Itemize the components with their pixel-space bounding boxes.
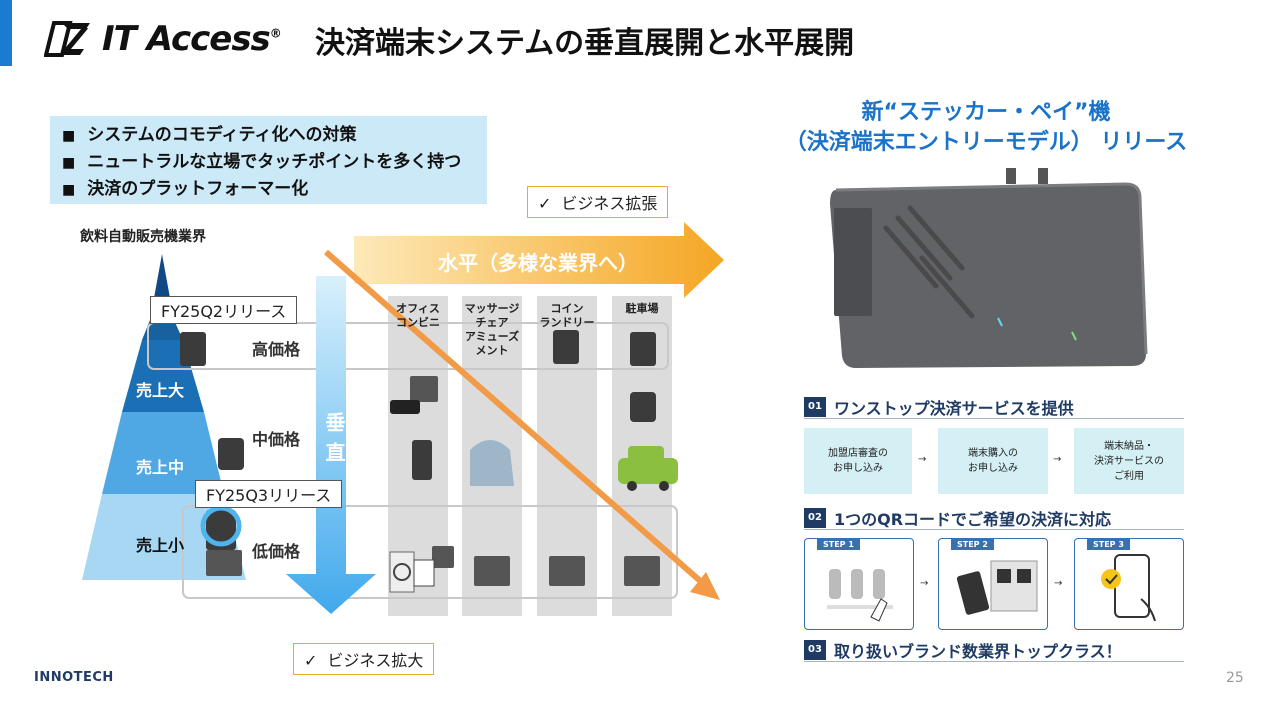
diagonal-arrow-line bbox=[324, 249, 708, 589]
flow-step-2: 端末購入の お申し込み bbox=[938, 428, 1048, 494]
tier-mid-label: 売上中 bbox=[136, 458, 185, 477]
low-price-label: 低価格 bbox=[252, 542, 301, 561]
product-title-line2: （決済端末エントリーモデル） リリース bbox=[784, 130, 1188, 155]
business-growth-callout: ビジネス拡大 bbox=[293, 643, 435, 675]
release-q2-label: FY25Q2リリース bbox=[150, 296, 298, 324]
bullet-item: ニュートラルな立場でタッチポイントを多く持つ bbox=[62, 149, 475, 176]
business-expand-callout: ビジネス拡張 bbox=[527, 186, 669, 218]
section-03-header: 03 取り扱いブランド数業界トップクラス！ bbox=[804, 638, 1184, 662]
horizontal-arrow bbox=[354, 222, 724, 298]
bullet-item: システムのコモディティ化への対策 bbox=[62, 122, 475, 149]
release-q3-label: FY25Q3リリース bbox=[195, 480, 343, 508]
column-head-laundry: コイン ランドリー bbox=[539, 302, 595, 329]
column-head-parking: 駐車場 bbox=[625, 302, 659, 315]
vertical-label: 垂直 bbox=[322, 412, 346, 472]
it-access-logo: IT Access® bbox=[44, 16, 282, 62]
section-02-header: 02 1つのQRコードでご希望の決済に対応 bbox=[804, 506, 1184, 530]
flow-step-3: 端末納品・ 決済サービスの ご利用 bbox=[1074, 428, 1184, 494]
highlight-ring bbox=[200, 505, 242, 547]
qr-scan-icon bbox=[956, 560, 1038, 615]
qr-step-1-card: STEP 1 bbox=[804, 538, 914, 630]
section-number: 02 bbox=[804, 507, 826, 528]
high-price-label: 高価格 bbox=[252, 340, 301, 359]
header-accent-bar bbox=[0, 0, 12, 66]
flow-arrow: → bbox=[918, 454, 927, 465]
product-title: 新“ステッカー・ペイ”機 （決済端末エントリーモデル） リリース bbox=[776, 98, 1196, 158]
low-price-row bbox=[182, 505, 678, 599]
flow-arrow: → bbox=[920, 578, 929, 589]
column-head-massage: マッサージ チェア アミューズ メント bbox=[464, 302, 520, 357]
page-title: 決済端末システムの垂直展開と水平展開 bbox=[315, 26, 855, 61]
qr-step-2-card: STEP 2 bbox=[938, 538, 1048, 630]
section-number: 03 bbox=[804, 639, 826, 660]
flow-step-1: 加盟店審査の お申し込み bbox=[804, 428, 912, 494]
step-tag: STEP 3 bbox=[1087, 539, 1130, 550]
strategy-bullets: システムのコモディティ化への対策 ニュートラルな立場でタッチポイントを多く持つ … bbox=[50, 116, 487, 204]
logo-mark-icon bbox=[44, 21, 90, 57]
flow-arrow: → bbox=[1053, 454, 1062, 465]
flow-arrow: → bbox=[1054, 578, 1063, 589]
product-title-line1: 新“ステッカー・ペイ”機 bbox=[861, 100, 1111, 125]
page-number: 25 bbox=[1226, 670, 1244, 686]
tier-large-label: 売上大 bbox=[136, 381, 185, 400]
step-tag: STEP 2 bbox=[951, 539, 994, 550]
section-title: ワンストップ決済サービスを提供 bbox=[834, 398, 1074, 418]
qr-step-3-card: STEP 3 bbox=[1074, 538, 1184, 630]
section-number: 01 bbox=[804, 396, 826, 417]
horizontal-label: 水平（多様な業界へ） bbox=[438, 251, 638, 275]
column-head-office: オフィス コンビニ bbox=[396, 302, 440, 329]
section-01-header: 01 ワンストップ決済サービスを提供 bbox=[804, 395, 1184, 419]
industry-label: 飲料自動販売機業界 bbox=[80, 229, 206, 245]
step-tag: STEP 1 bbox=[817, 539, 860, 550]
bottles-hand-icon bbox=[827, 569, 893, 622]
section-title: 1つのQRコードでご希望の決済に対応 bbox=[834, 509, 1112, 529]
bullet-item: 決済のプラットフォーマー化 bbox=[62, 176, 475, 203]
logo-text: IT Access® bbox=[102, 19, 282, 59]
section-title: 取り扱いブランド数業界トップクラス！ bbox=[834, 641, 1122, 661]
mid-price-label: 中価格 bbox=[252, 430, 301, 449]
payment-terminal-image bbox=[830, 168, 1148, 368]
phone-check-icon bbox=[1101, 554, 1156, 622]
vertical-arrow bbox=[286, 276, 376, 614]
diagonal-arrow-head bbox=[690, 572, 720, 600]
innotech-logo: INNOTECH bbox=[34, 670, 114, 685]
tier-small-label: 売上小 bbox=[136, 536, 185, 555]
